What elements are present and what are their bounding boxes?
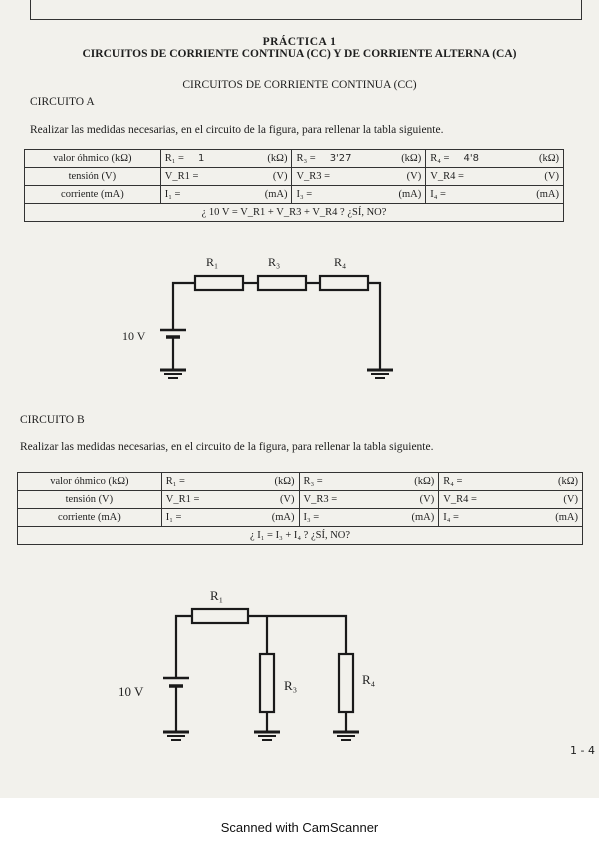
resistor-r1-symbol [193, 274, 245, 292]
table-cell: I₁ =(mA) [160, 508, 300, 527]
main-title: CIRCUITOS DE CORRIENTE CONTINUA (CC) Y D… [82, 48, 517, 60]
label-source: 10 V [122, 329, 146, 343]
handwritten-value: 1 [197, 153, 205, 164]
page-number: 1 - 4 [570, 744, 595, 757]
label-r3: R₃ [268, 255, 280, 269]
table-row: tensión (V) V_R1 =(V) V_R3 =(V) V_R4 =(V… [24, 167, 564, 186]
label-source: 10 V [118, 684, 144, 699]
circuit-a-instruction: Realizar las medidas necesarias, en el c… [30, 124, 444, 136]
table-row: valor óhmico (kΩ) R₁ =(kΩ) R₃ =(kΩ) R₄ =… [17, 472, 583, 491]
section-title: CIRCUITOS DE CORRIENTE CONTINUA (CC) [182, 79, 417, 91]
resistor-r1-symbol [190, 607, 250, 625]
circuit-b-diagram: R₁ R₃ R₄ 10 V [118, 588, 376, 741]
row-label: corriente (mA) [17, 508, 162, 527]
table-cell: R₃ =3'27(kΩ) [291, 149, 427, 168]
table-footer-row: ¿ I₁ = I₃ + I₄ ? ¿SÍ, NO? [17, 526, 583, 545]
table-footer-row: ¿ 10 V = V_R1 + V_R3 + V_R4 ? ¿SÍ, NO? [24, 203, 564, 222]
table-cell: I₃ =(mA) [298, 508, 440, 527]
table-row: valor óhmico (kΩ) R₁ =1(kΩ) R₃ =3'27(kΩ)… [24, 149, 564, 168]
table-row: corriente (mA) I₁ =(mA) I₃ =(mA) I₄ =(mA… [24, 185, 564, 204]
scanned-page: PRÁCTICA 1 CIRCUITOS DE CORRIENTE CONTIN… [0, 0, 599, 798]
circuit-b-table: valor óhmico (kΩ) R₁ =(kΩ) R₃ =(kΩ) R₄ =… [17, 472, 583, 545]
label-r4: R₄ [362, 672, 376, 687]
table-cell: I₃ =(mA) [291, 185, 427, 204]
circuit-a-diagram: R₁ R₃ R₄ 10 V [122, 255, 393, 379]
table-cell: V_R3 =(V) [298, 490, 440, 509]
label-r3: R₃ [284, 678, 297, 693]
resistor-r4-symbol [337, 652, 355, 714]
table-cell: R₁ =(kΩ) [160, 472, 300, 491]
resistor-r3-symbol [258, 652, 276, 714]
row-label: tensión (V) [24, 167, 161, 186]
table-cell: I₄ =(mA) [438, 508, 583, 527]
table-cell: V_R4 =(V) [425, 167, 564, 186]
table-row: tensión (V) V_R1 =(V) V_R3 =(V) V_R4 =(V… [17, 490, 583, 509]
circuit-b-instruction: Realizar las medidas necesarias, en el c… [20, 441, 434, 453]
practice-label: PRÁCTICA 1 [262, 36, 337, 48]
table-row: corriente (mA) I₁ =(mA) I₃ =(mA) I₄ =(mA… [17, 508, 583, 527]
resistor-r3-symbol [256, 274, 308, 292]
row-label: tensión (V) [17, 490, 162, 509]
table-cell: I₁ =(mA) [159, 185, 293, 204]
label-r1: R₁ [210, 588, 223, 603]
label-r1: R₁ [206, 255, 218, 269]
table-cell: V_R1 =(V) [159, 167, 293, 186]
table-cell: R₁ =1(kΩ) [159, 149, 293, 168]
resistor-r4-symbol [318, 274, 370, 292]
table-cell: R₃ =(kΩ) [298, 472, 440, 491]
handwritten-value: 3'27 [329, 153, 352, 164]
table-cell: V_R3 =(V) [291, 167, 427, 186]
table-cell: R₄ =4'8(kΩ) [425, 149, 564, 168]
row-label: valor óhmico (kΩ) [24, 149, 161, 168]
table-footer: ¿ I₁ = I₃ + I₄ ? ¿SÍ, NO? [17, 526, 583, 545]
circuit-a-table: valor óhmico (kΩ) R₁ =1(kΩ) R₃ =3'27(kΩ)… [24, 149, 564, 222]
handwritten-value: 4'8 [463, 153, 479, 164]
header-frame [30, 0, 582, 20]
row-label: corriente (mA) [24, 185, 161, 204]
table-cell: R₄ =(kΩ) [438, 472, 583, 491]
table-cell: I₄ =(mA) [425, 185, 564, 204]
label-r4: R₄ [334, 255, 346, 269]
table-footer: ¿ 10 V = V_R1 + V_R3 + V_R4 ? ¿SÍ, NO? [24, 203, 564, 222]
table-cell: V_R4 =(V) [438, 490, 583, 509]
circuit-b-heading: CIRCUITO B [20, 414, 85, 426]
circuit-a-heading: CIRCUITO A [30, 96, 95, 108]
row-label: valor óhmico (kΩ) [17, 472, 162, 491]
scanner-watermark: Scanned with CamScanner [220, 820, 379, 835]
table-cell: V_R1 =(V) [160, 490, 300, 509]
